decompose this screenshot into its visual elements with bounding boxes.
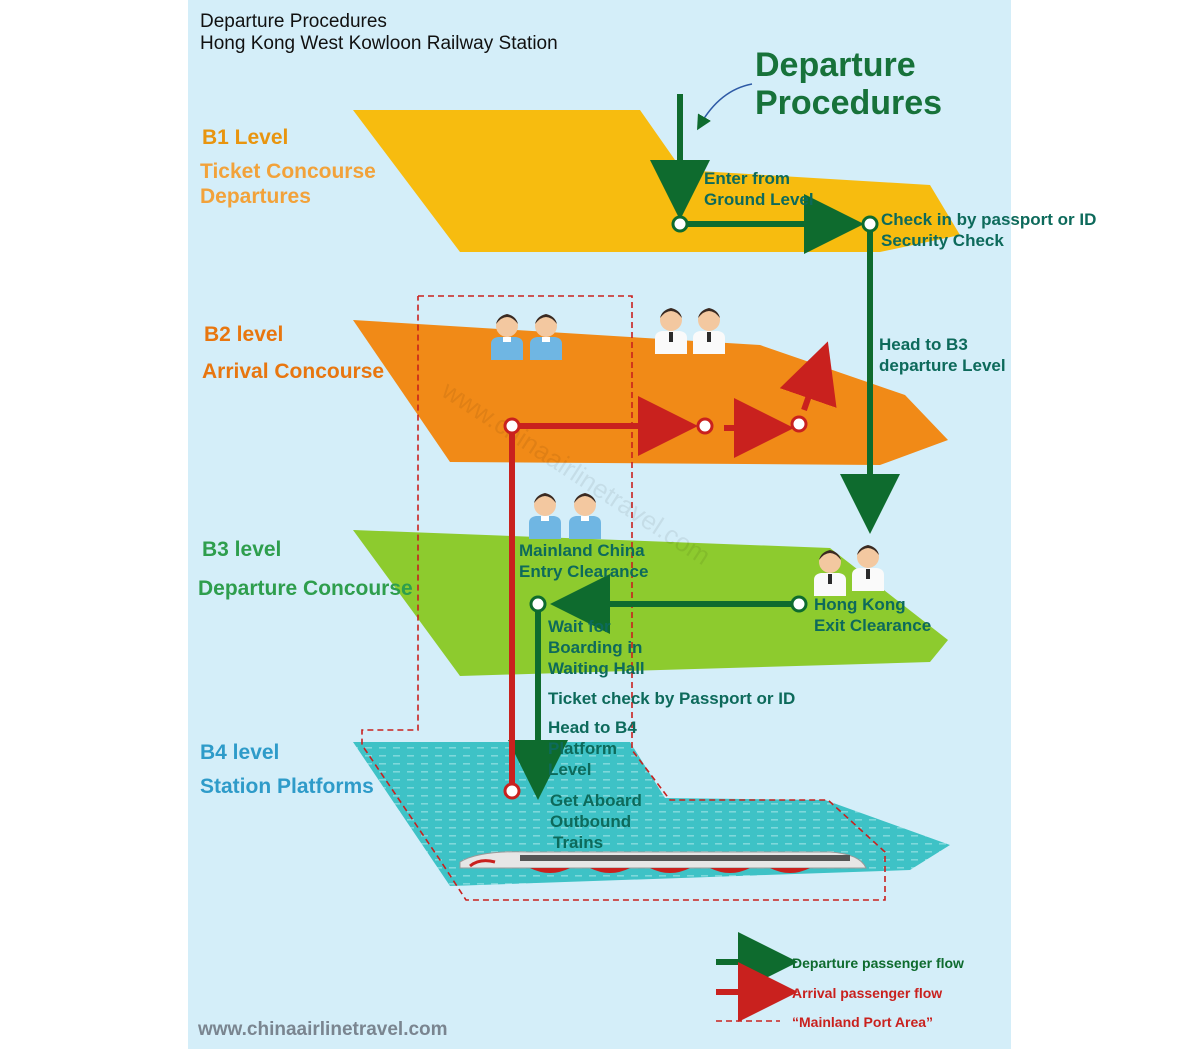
step-wait-1: Wait for xyxy=(548,617,611,636)
b2-level-sub1: Arrival Concourse xyxy=(202,360,384,383)
mainland-port-area-boundary xyxy=(361,295,886,901)
legend-port-area-label: “Mainland Port Area” xyxy=(792,1014,933,1030)
legend-departure-label: Departure passenger flow xyxy=(792,955,964,971)
step-checkin-2: Security Check xyxy=(881,231,1004,250)
b3-level-sub1: Departure Concourse xyxy=(198,577,413,600)
step-mainland-2: Entry Clearance xyxy=(519,562,648,581)
step-head-b3-1: Head to B3 xyxy=(879,335,968,354)
legend-arrival-label: Arrival passenger flow xyxy=(792,985,942,1001)
flow-nodes xyxy=(503,215,879,800)
step-enter-2: Ground Level xyxy=(704,190,814,209)
step-aboard-3: Trains xyxy=(553,833,603,852)
b2-level-name: B2 level xyxy=(204,323,283,346)
arrival-flow-arrows xyxy=(509,341,837,790)
step-head-b3-2: departure Level xyxy=(879,356,1006,375)
step-mainland-1: Mainland China xyxy=(519,541,645,560)
legend: Departure passenger flow Arrival passeng… xyxy=(716,932,964,1030)
big-title-line1: Departure xyxy=(755,46,916,84)
title-pointer xyxy=(697,83,753,131)
footer-url: www.chinaairlinetravel.com xyxy=(197,1019,448,1040)
train-icon xyxy=(459,851,867,873)
b4-floor xyxy=(353,742,950,886)
step-wait-3: Waiting Hall xyxy=(548,659,645,678)
b3-level-name: B3 level xyxy=(202,538,281,561)
step-aboard-1: Get Aboard xyxy=(550,791,642,810)
b4-level-sub1: Station Platforms xyxy=(200,775,374,798)
b1-level-sub1: Ticket Concourse xyxy=(200,160,376,183)
b1-level-name: B1 Level xyxy=(202,126,288,149)
step-head-b4-1: Head to B4 xyxy=(548,718,637,737)
step-head-b4-3: Level xyxy=(548,760,591,779)
step-hk-exit-1: Hong Kong xyxy=(814,595,906,614)
header-line2: Hong Kong West Kowloon Railway Station xyxy=(200,33,558,54)
departure-flow-arrows xyxy=(508,94,900,800)
big-title-line2: Procedures xyxy=(755,84,942,122)
step-wait-2: Boarding in xyxy=(548,638,642,657)
b1-level-sub2: Departures xyxy=(200,185,311,208)
step-head-b4-2: Platform xyxy=(548,739,617,758)
step-aboard-2: Outbound xyxy=(550,812,631,831)
step-hk-exit-2: Exit Clearance xyxy=(814,616,931,635)
step-checkin-1: Check in by passport or ID xyxy=(881,210,1096,229)
b4-level-name: B4 level xyxy=(200,741,279,764)
step-ticket-check: Ticket check by Passport or ID xyxy=(548,689,795,708)
header-line1: Departure Procedures xyxy=(200,11,387,32)
step-enter-1: Enter from xyxy=(704,169,790,188)
